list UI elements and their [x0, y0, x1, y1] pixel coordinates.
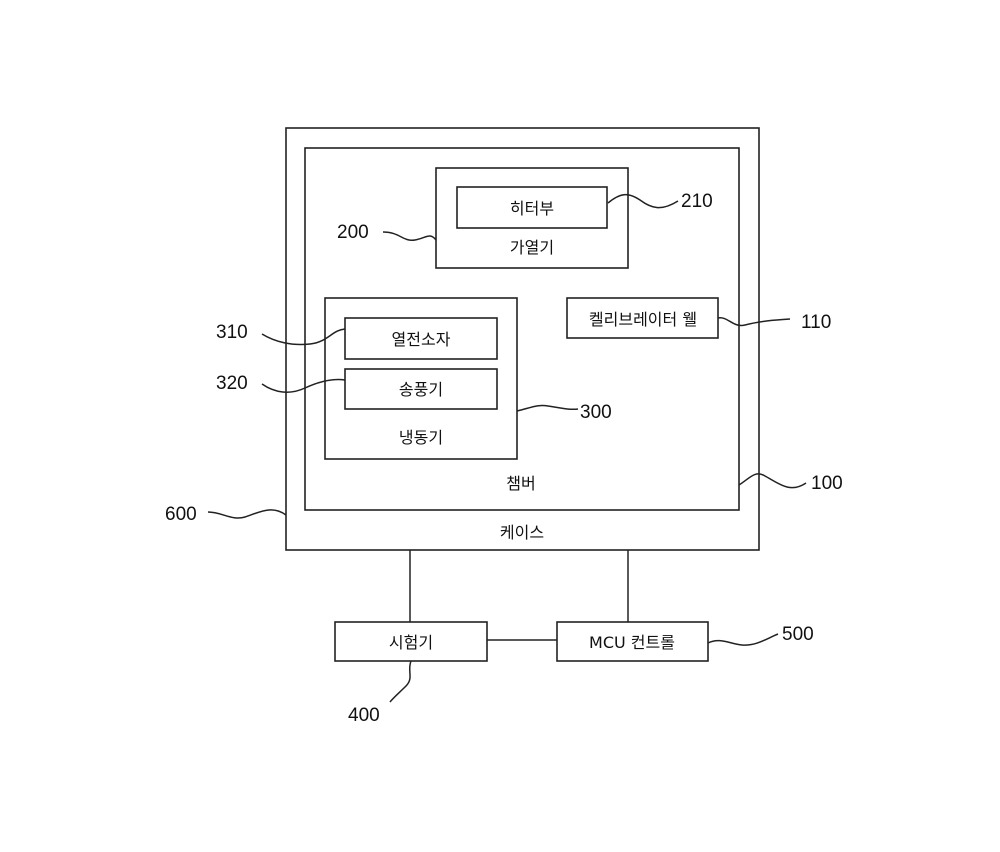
ref-110: 110 — [801, 312, 831, 333]
heater-part-label: 히터부 — [510, 199, 554, 218]
thermoelectric-label: 열전소자 — [392, 330, 451, 349]
ref-400: 400 — [348, 705, 380, 726]
ref-100: 100 — [811, 473, 843, 494]
heater-label: 가열기 — [510, 238, 554, 257]
leader-600 — [208, 510, 286, 518]
ref-600: 600 — [165, 504, 197, 525]
ref-320: 320 — [216, 373, 248, 394]
cooler-label: 냉동기 — [399, 428, 443, 447]
calibrator-well-label: 켈리브레이터 웰 — [589, 310, 697, 329]
ref-500: 500 — [782, 624, 814, 645]
ref-200: 200 — [337, 222, 369, 243]
tester-label: 시험기 — [389, 633, 433, 652]
leader-500 — [708, 634, 778, 645]
blower-label: 송풍기 — [399, 380, 443, 399]
mcu-label: MCU 컨트롤 — [589, 633, 675, 652]
ref-300: 300 — [580, 402, 612, 423]
ref-210: 210 — [681, 191, 713, 212]
case-label: 케이스 — [500, 523, 544, 542]
chamber-label: 챔버 — [506, 474, 535, 493]
leader-400 — [390, 661, 411, 702]
ref-310: 310 — [216, 322, 248, 343]
